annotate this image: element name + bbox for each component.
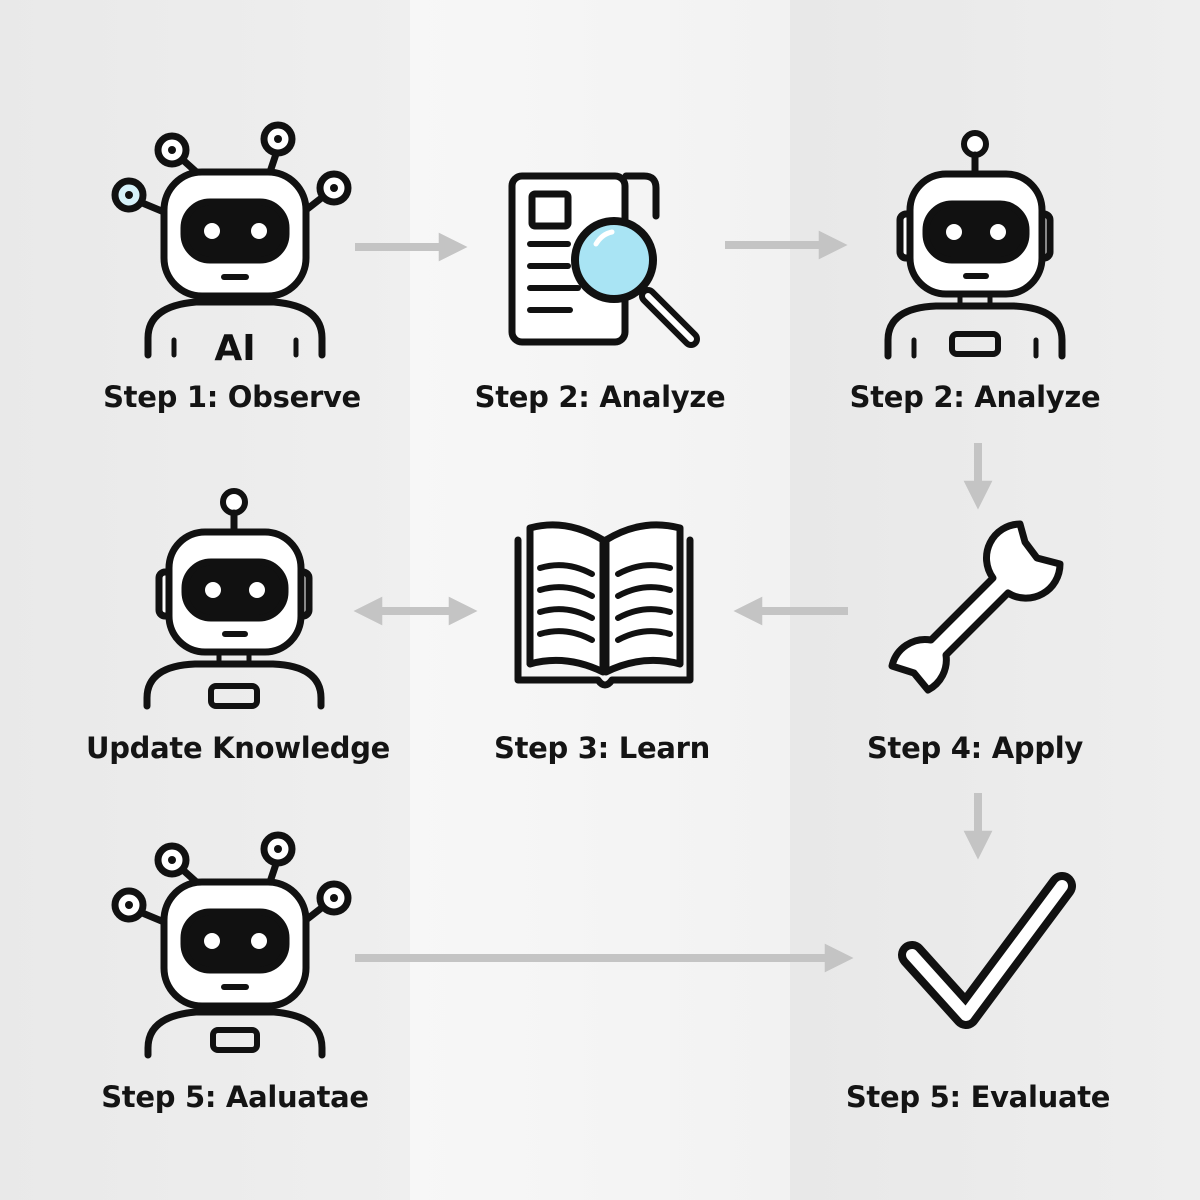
step-learn-label: Step 3: Learn [494,731,710,765]
robot-antennas-icon [111,831,352,1059]
step-aaluatae-label: Step 5: Aaluatae [101,1080,369,1114]
step-apply-label: Step 4: Apply [866,731,1084,765]
robot-chest-ai-text: AI [214,328,255,369]
step-observe-label: Step 1: Observe [103,380,361,414]
robot-icon [884,130,1066,360]
checkmark-icon [898,872,1076,1029]
wrench-icon [888,520,1064,694]
document-magnifier-icon [508,172,700,348]
update-knowledge-label: Update Knowledge [85,731,391,765]
open-book-icon [514,521,694,689]
robot-icon [143,488,325,710]
step-evaluate-label: Step 5: Evaluate [845,1080,1111,1114]
robot-antennas-icon [111,121,352,359]
step-analyze-robot-label: Step 2: Analyze [849,380,1101,414]
step-analyze-document-label: Step 2: Analyze [474,380,726,414]
